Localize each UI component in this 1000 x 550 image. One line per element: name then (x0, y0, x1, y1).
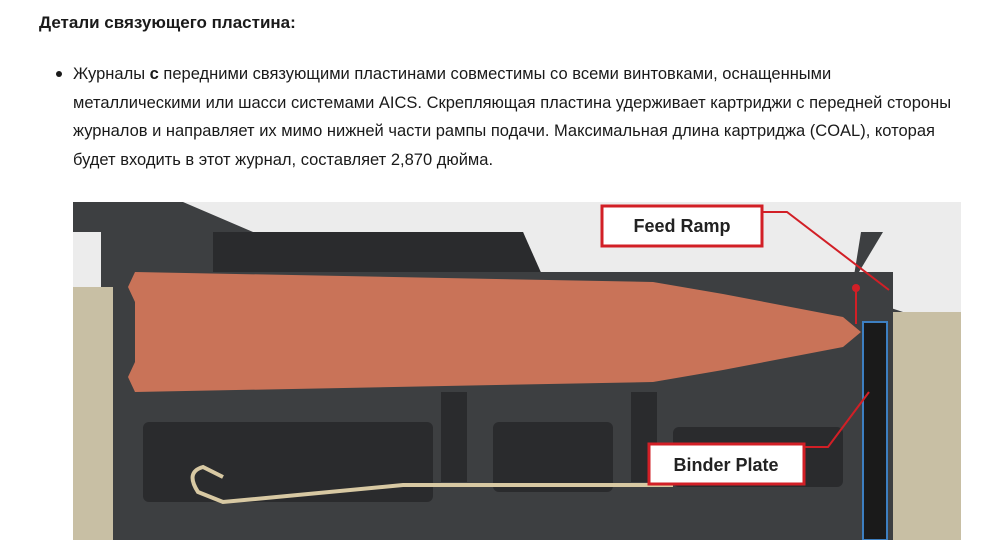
magazine-diagram: Feed Ramp Binder Plate (73, 202, 961, 540)
receiver-left-block (73, 232, 101, 287)
feed-ramp-pointer-dot (852, 284, 860, 292)
binder-plate-label: Binder Plate (673, 455, 778, 475)
magazine-cross-section-illustration: Feed Ramp Binder Plate (73, 202, 961, 540)
bullet-bold-word: с (149, 65, 159, 83)
feed-ramp-label-box (600, 204, 764, 248)
follower-left (143, 422, 433, 502)
binder-plate-label-box (647, 442, 806, 486)
bullet-text-start: Журналы (73, 65, 150, 83)
feed-ramp-label: Feed Ramp (633, 216, 730, 236)
chassis-left-wall (73, 287, 113, 540)
chassis-right-wall (889, 312, 961, 540)
bullet-icon (56, 71, 62, 77)
cartridge (128, 272, 861, 392)
details-list: Журналы с передними связующими пластинам… (39, 60, 959, 174)
magazine-spring (190, 464, 673, 505)
binder-plate (862, 321, 888, 540)
feed-ramp-callout-line (763, 211, 890, 291)
follower-middle (493, 422, 613, 492)
bolt-recess (213, 232, 543, 277)
list-item: Журналы с передними связующими пластинам… (39, 60, 959, 174)
bullet-text-rest: передними связующими пластинами совмести… (73, 65, 952, 169)
section-heading: Детали связующего пластина: (39, 13, 296, 32)
follower-post-left (441, 392, 467, 482)
